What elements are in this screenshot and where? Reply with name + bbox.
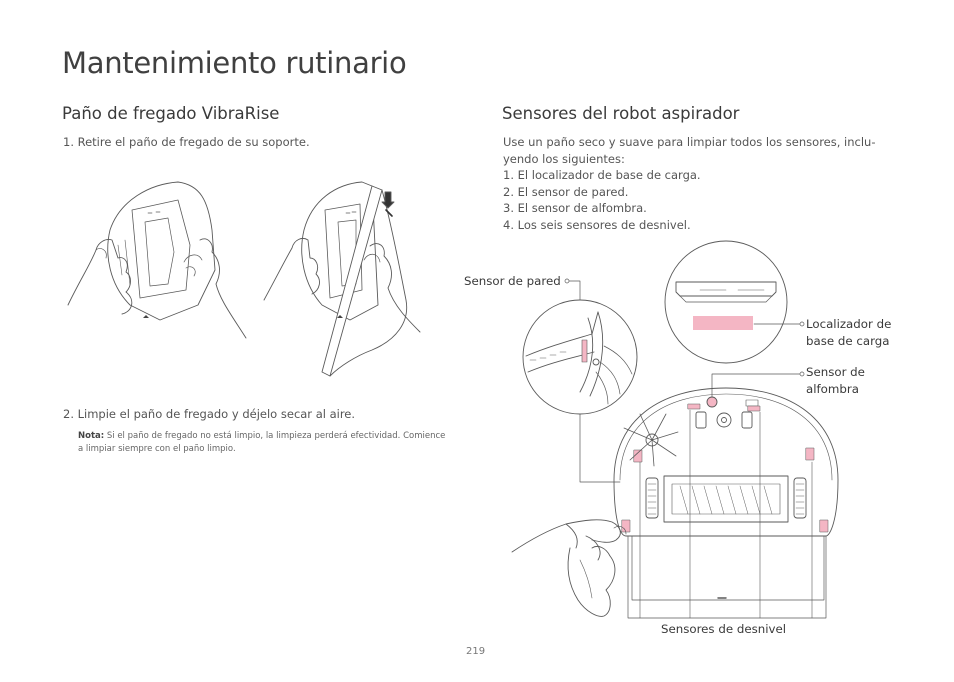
mop-removal-illustration-1: [67, 181, 247, 339]
sensors-section-title: Sensores del robot aspirador: [502, 104, 740, 123]
wall-sensor-label: Sensor de pared: [464, 274, 561, 288]
sensor-list-item: 1. El localizador de base de carga.: [503, 168, 701, 182]
sensor-list-item: 2. El sensor de pared.: [503, 184, 629, 199]
mop-removal-illustration-2: [263, 181, 421, 377]
carpet-sensor-label: Sensor de alfombra: [806, 365, 865, 396]
wall-sensor-zoom: [522, 299, 638, 415]
sensor-list-item: 3. El sensor de alfombra.: [503, 201, 647, 215]
mop-step-1: 1. Retire el paño de fregado de su sopor…: [63, 135, 310, 149]
sensors-instructions: Use un paño seco y suave para limpiar to…: [503, 134, 893, 233]
dock-locator-label: Localizador de base de carga: [806, 317, 892, 348]
mop-note: Nota: Si el paño de fregado no está limp…: [78, 430, 448, 456]
dock-locator-zoom: [664, 240, 788, 364]
sensors-intro: Use un paño seco y suave para limpiar to…: [503, 135, 876, 166]
sensor-list-item: 4. Los seis sensores de desnivel.: [503, 217, 691, 232]
wall-sensor: [581, 339, 588, 363]
mop-section-title: Paño de fregado VibraRise: [62, 104, 280, 123]
mop-step-2: 2. Limpie el paño de fregado y déjelo se…: [63, 407, 356, 421]
cliff-sensors-label: Sensores de desnivel: [661, 622, 786, 636]
dock-locator-sensor: [693, 316, 753, 330]
page-number: 219: [466, 646, 486, 657]
note-label: Nota:: [78, 431, 105, 441]
robot-bottom-view: [613, 387, 839, 537]
page-title: Mantenimiento rutinario: [62, 46, 407, 80]
note-text: Si el paño de fregado no está limpio, la…: [78, 431, 446, 454]
wiping-hand-illustration: [511, 519, 825, 617]
